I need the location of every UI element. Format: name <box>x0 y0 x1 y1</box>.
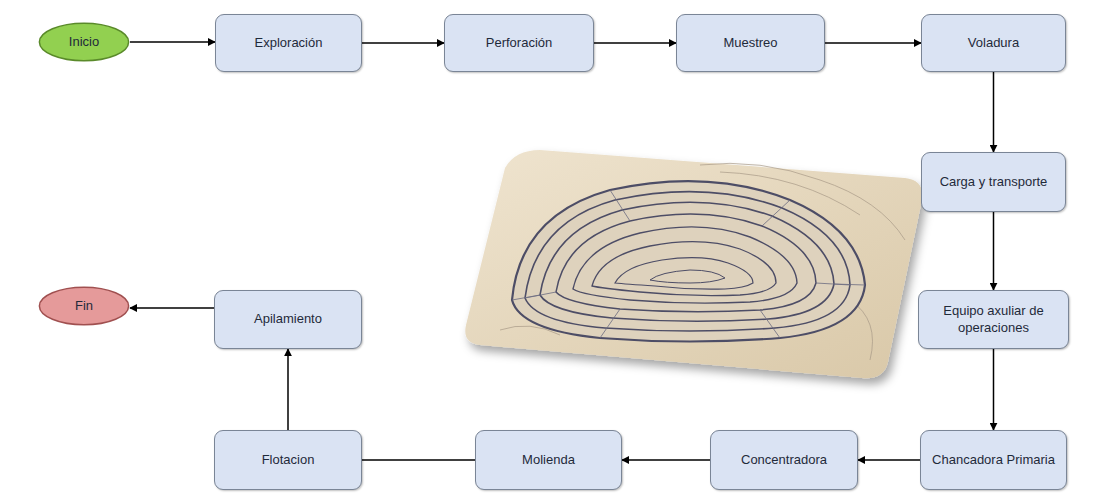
flow-arrow <box>993 212 995 290</box>
flow-arrow <box>130 307 214 309</box>
node-label: Perforación <box>478 31 560 55</box>
node-label: Equipo axuliar de operaciones <box>919 299 1068 340</box>
node-label: Carga y transporte <box>932 170 1056 194</box>
flow-arrow <box>362 42 444 44</box>
flow-arrow <box>594 42 676 44</box>
node-label: Flotacion <box>254 448 323 472</box>
end-oval: Fin <box>38 286 130 326</box>
flow-arrow <box>993 349 995 430</box>
process-box: Concentradora <box>710 430 858 490</box>
process-box: Exploración <box>215 14 362 72</box>
process-box: Equipo axuliar de operaciones <box>918 290 1069 349</box>
flow-arrow <box>130 41 215 43</box>
flow-arrow <box>825 42 921 44</box>
node-label: Chancadora Primaria <box>924 448 1063 472</box>
node-label: Apilamiento <box>246 307 330 331</box>
flow-arrow <box>858 459 920 461</box>
node-label: Exploración <box>247 31 331 55</box>
process-box: Chancadora Primaria <box>920 430 1067 490</box>
process-box: Carga y transporte <box>921 152 1066 212</box>
process-box: Apilamiento <box>214 290 362 349</box>
start-oval: Inicio <box>38 22 130 62</box>
node-label: Muestreo <box>715 31 785 55</box>
process-box: Muestreo <box>676 14 825 72</box>
node-label: Concentradora <box>733 448 835 472</box>
node-label: Fin <box>67 294 101 318</box>
node-label: Voladura <box>960 31 1027 55</box>
process-box: Flotacion <box>214 430 362 490</box>
flow-arrow <box>362 459 475 461</box>
flow-arrow <box>287 349 289 430</box>
node-label: Molienda <box>514 448 583 472</box>
node-label: Inicio <box>61 30 107 54</box>
flow-arrow <box>622 459 710 461</box>
process-box: Molienda <box>475 430 622 490</box>
process-box: Voladura <box>921 14 1066 72</box>
process-box: Perforación <box>444 14 594 72</box>
flow-arrow <box>993 72 995 152</box>
